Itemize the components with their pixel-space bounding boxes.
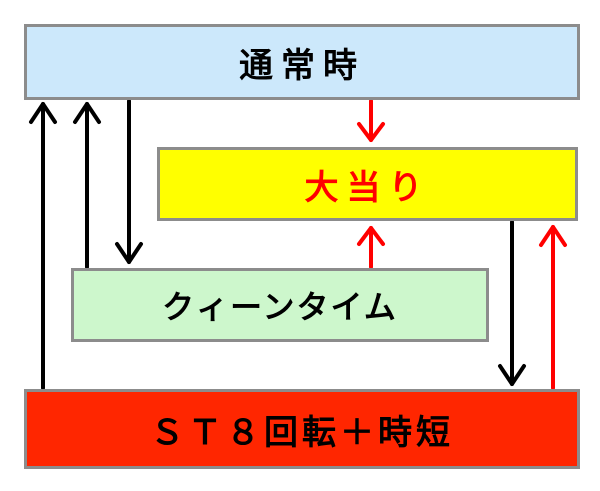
state-normal-box: 通常時	[24, 24, 580, 100]
arrow-jackpot-to-st	[498, 220, 526, 386]
state-st-label: ＳＴ８回転＋時短	[150, 412, 454, 453]
arrow-normal-to-jackpot	[357, 99, 385, 142]
arrow-queen-to-jackpot	[357, 226, 385, 269]
state-queen-time-box: クィーンタイム	[71, 268, 489, 342]
arrow-st-to-normal	[29, 102, 57, 390]
state-normal-label: 通常時	[239, 45, 365, 86]
arrow-normal-to-queen	[115, 99, 143, 264]
state-jackpot-box: 大当り	[157, 147, 578, 221]
state-queen-time-label: クィーンタイム	[162, 288, 398, 326]
state-st-box: ＳＴ８回転＋時短	[24, 389, 580, 469]
arrow-queen-to-normal	[73, 102, 101, 269]
arrow-st-to-jackpot	[539, 225, 567, 390]
state-jackpot-label: 大当り	[304, 167, 431, 208]
